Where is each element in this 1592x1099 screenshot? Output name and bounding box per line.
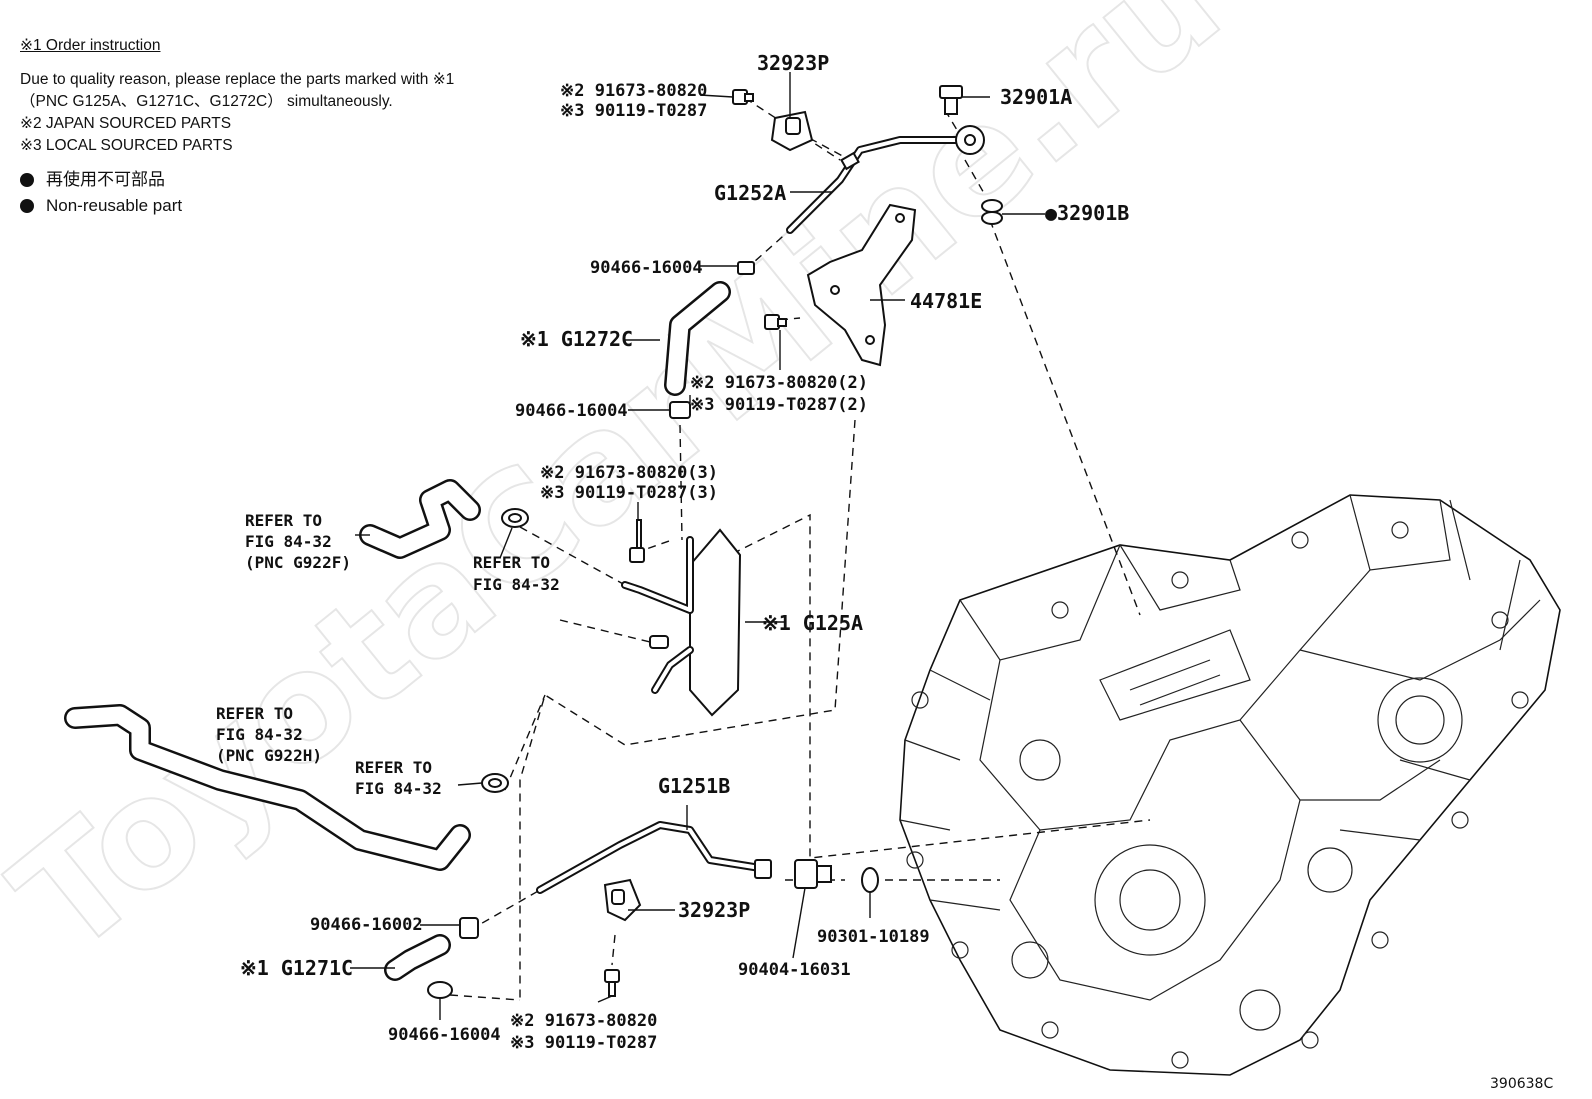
union-90404-16031[interactable]: [794, 859, 832, 889]
label-G1252A[interactable]: G1252A: [714, 181, 786, 205]
label-G1271C[interactable]: ※1 G1271C: [240, 956, 353, 980]
note-line-2: （PNC G125A、G1271C、G1272C） simultaneously…: [20, 93, 393, 110]
label-90404-16031[interactable]: 90404-16031: [738, 960, 851, 980]
label-refer-c-2[interactable]: FIG 84-32: [216, 725, 303, 744]
assembly-dashed-lines: [449, 97, 1151, 1001]
legend-text-en: Non-reusable part: [46, 196, 183, 215]
label-bolt2-japan[interactable]: ※2 91673-80820(2): [690, 373, 868, 393]
label-refer-b-2[interactable]: FIG 84-32: [473, 575, 560, 594]
label-bolt-top-local[interactable]: ※3 90119-T0287: [560, 101, 707, 121]
pipe-G1251B[interactable]: [536, 821, 772, 894]
label-90301-10189[interactable]: 90301-10189: [817, 927, 930, 947]
hose-refer-g922h[interactable]: [64, 704, 471, 871]
clamp-32923P-top[interactable]: [770, 110, 814, 152]
label-32923P-bottom[interactable]: 32923P: [678, 898, 750, 922]
clamp-90466-16004-upper[interactable]: [737, 261, 755, 275]
label-clamp-bottom[interactable]: 90466-16004: [388, 1025, 501, 1045]
clamp-90466-16004-middle[interactable]: [669, 401, 691, 419]
legend-row-en: Non-reusable part: [20, 193, 454, 219]
hose-G1272C[interactable]: [664, 281, 731, 396]
bullet-icon: [20, 199, 34, 213]
bolt-91673-80820-2[interactable]: [764, 314, 787, 330]
note-local-sourced: ※3 LOCAL SOURCED PARTS: [20, 137, 233, 154]
bolt-91673-80820-top[interactable]: [732, 89, 754, 105]
label-bolt3-local[interactable]: ※3 90119-T0287(3): [540, 483, 718, 503]
order-notes: ※1 Order instruction Due to quality reas…: [20, 36, 454, 219]
leader-lines: [350, 72, 1045, 1020]
label-bolt4-local[interactable]: ※3 90119-T0287: [510, 1033, 657, 1053]
label-clamp-16002[interactable]: 90466-16002: [310, 915, 423, 935]
hose-refer-g922f[interactable]: [359, 479, 481, 559]
label-bolt2-local[interactable]: ※3 90119-T0287(2): [690, 395, 868, 415]
clamp-90466-16004-bottom[interactable]: [427, 981, 453, 999]
label-32901A[interactable]: 32901A: [1000, 85, 1072, 109]
label-clamp-middle[interactable]: 90466-16004: [515, 401, 628, 421]
label-bolt-top-japan[interactable]: ※2 91673-80820: [560, 81, 707, 101]
label-refer-b-1[interactable]: REFER TO: [473, 553, 550, 572]
order-instruction-heading: ※1 Order instruction: [20, 37, 161, 54]
label-refer-d-2[interactable]: FIG 84-32: [355, 779, 442, 798]
o-ring-90301-10189[interactable]: [861, 867, 879, 893]
clamp-32923P-bottom[interactable]: [603, 878, 642, 922]
label-bolt4-japan[interactable]: ※2 91673-80820: [510, 1011, 657, 1031]
label-44781E[interactable]: 44781E: [910, 289, 982, 313]
legend: 再使用不可部品 Non-reusable part: [20, 167, 454, 219]
cooler-G125A[interactable]: [621, 528, 742, 717]
label-refer-a-2[interactable]: FIG 84-32: [245, 532, 332, 551]
label-refer-a-1[interactable]: REFER TO: [245, 511, 322, 530]
diagram-id: 390638C: [1490, 1076, 1553, 1092]
pipe-G1252A[interactable]: [786, 125, 985, 234]
note-japan-sourced: ※2 JAPAN SOURCED PARTS: [20, 115, 232, 132]
transaxle-assembly: [899, 494, 1561, 1076]
label-clamp-upper[interactable]: 90466-16004: [590, 258, 703, 278]
label-refer-a-3[interactable]: (PNC G922F): [245, 553, 351, 572]
label-G1272C[interactable]: ※1 G1272C: [520, 327, 633, 351]
part-labels: 32923P ※2 91673-80820 ※3 90119-T0287 329…: [216, 51, 1553, 1092]
note-line-1: Due to quality reason, please replace th…: [20, 71, 455, 88]
union-bolt-32901A[interactable]: [939, 85, 963, 115]
label-refer-c-1[interactable]: REFER TO: [216, 704, 293, 723]
bolt-91673-80820-bottom[interactable]: [604, 969, 620, 997]
hose-G1271C[interactable]: [384, 934, 451, 981]
gasket-32901B[interactable]: [981, 199, 1003, 225]
clamp-refer-d[interactable]: [481, 773, 509, 793]
legend-text-jp: 再使用不可部品: [46, 170, 165, 189]
legend-row-jp: 再使用不可部品: [20, 167, 454, 193]
label-G1251B[interactable]: G1251B: [658, 774, 730, 798]
label-G125A[interactable]: ※1 G125A: [762, 611, 863, 635]
label-refer-c-3[interactable]: (PNC G922H): [216, 746, 322, 765]
bolt-91673-80820-3[interactable]: [629, 519, 645, 563]
label-refer-d-1[interactable]: REFER TO: [355, 758, 432, 777]
label-32923P-top[interactable]: 32923P: [757, 51, 829, 75]
label-32901B[interactable]: ●32901B: [1045, 201, 1129, 225]
label-bolt3-japan[interactable]: ※2 91673-80820(3): [540, 463, 718, 483]
bullet-icon: [20, 173, 34, 187]
clamp-90466-16002[interactable]: [459, 917, 479, 939]
bracket-44781E[interactable]: [806, 203, 917, 367]
clamp-refer-b[interactable]: [501, 508, 529, 528]
